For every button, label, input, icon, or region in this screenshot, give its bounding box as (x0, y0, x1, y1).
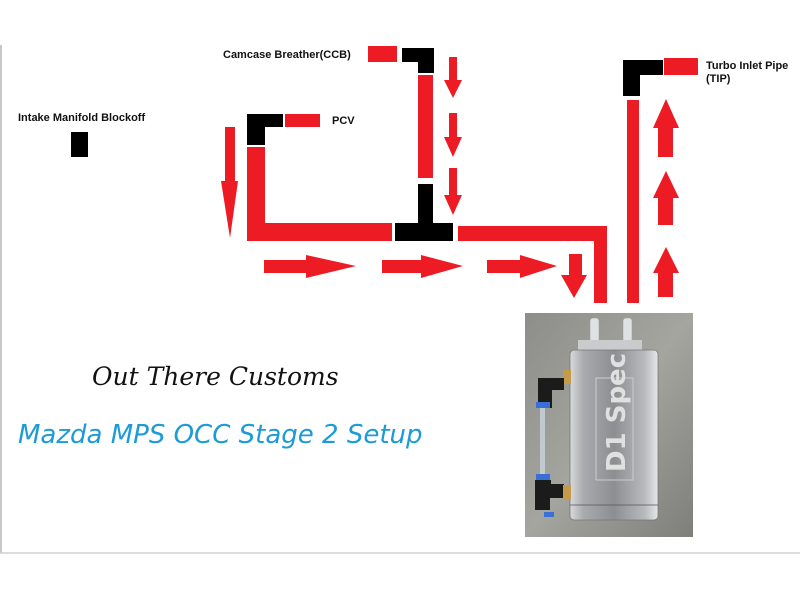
arrow-up (653, 99, 679, 157)
ccb-fitting (368, 46, 434, 178)
label-tip-line1: Turbo Inlet Pipe (706, 60, 788, 72)
arrow-down (561, 254, 587, 298)
outlet-hose (458, 226, 607, 303)
arrow-down (444, 113, 462, 157)
pcv-hose-vertical (247, 147, 265, 241)
arrow-up (653, 247, 679, 297)
catch-can-photo: D1 Spec (525, 313, 693, 537)
can-logo: D1 Spec (602, 353, 632, 472)
arrow-right (487, 255, 557, 278)
ccb-hose-stub (368, 46, 397, 62)
label-intake-blockoff: Intake Manifold Blockoff (18, 112, 145, 124)
label-tip-line2: (TIP) (706, 73, 731, 85)
ccb-hose (418, 75, 433, 178)
arrow-down (444, 57, 462, 98)
label-pcv: PCV (332, 115, 355, 127)
tip-fitting (623, 58, 698, 303)
pcv-hose-horizontal (247, 223, 392, 241)
tee-fitting (395, 184, 453, 241)
pcv-fitting (247, 114, 392, 241)
intake-blockoff-cap (71, 132, 88, 157)
label-ccb: Camcase Breather(CCB) (223, 49, 351, 61)
arrow-right (382, 255, 463, 278)
tip-flow-arrows (653, 99, 679, 297)
arrow-right (264, 255, 356, 278)
pcv-flow-arrow-down (221, 127, 238, 238)
arrow-up (653, 171, 679, 225)
tip-hose (627, 100, 639, 303)
ccb-flow-arrows (444, 57, 462, 215)
company-name: Out There Customs (92, 362, 339, 391)
outlet-flow-arrows (264, 254, 587, 298)
setup-title: Mazda MPS OCC Stage 2 Setup (18, 420, 423, 450)
ccb-elbow-vertical (418, 48, 434, 73)
arrow-down (444, 168, 462, 215)
